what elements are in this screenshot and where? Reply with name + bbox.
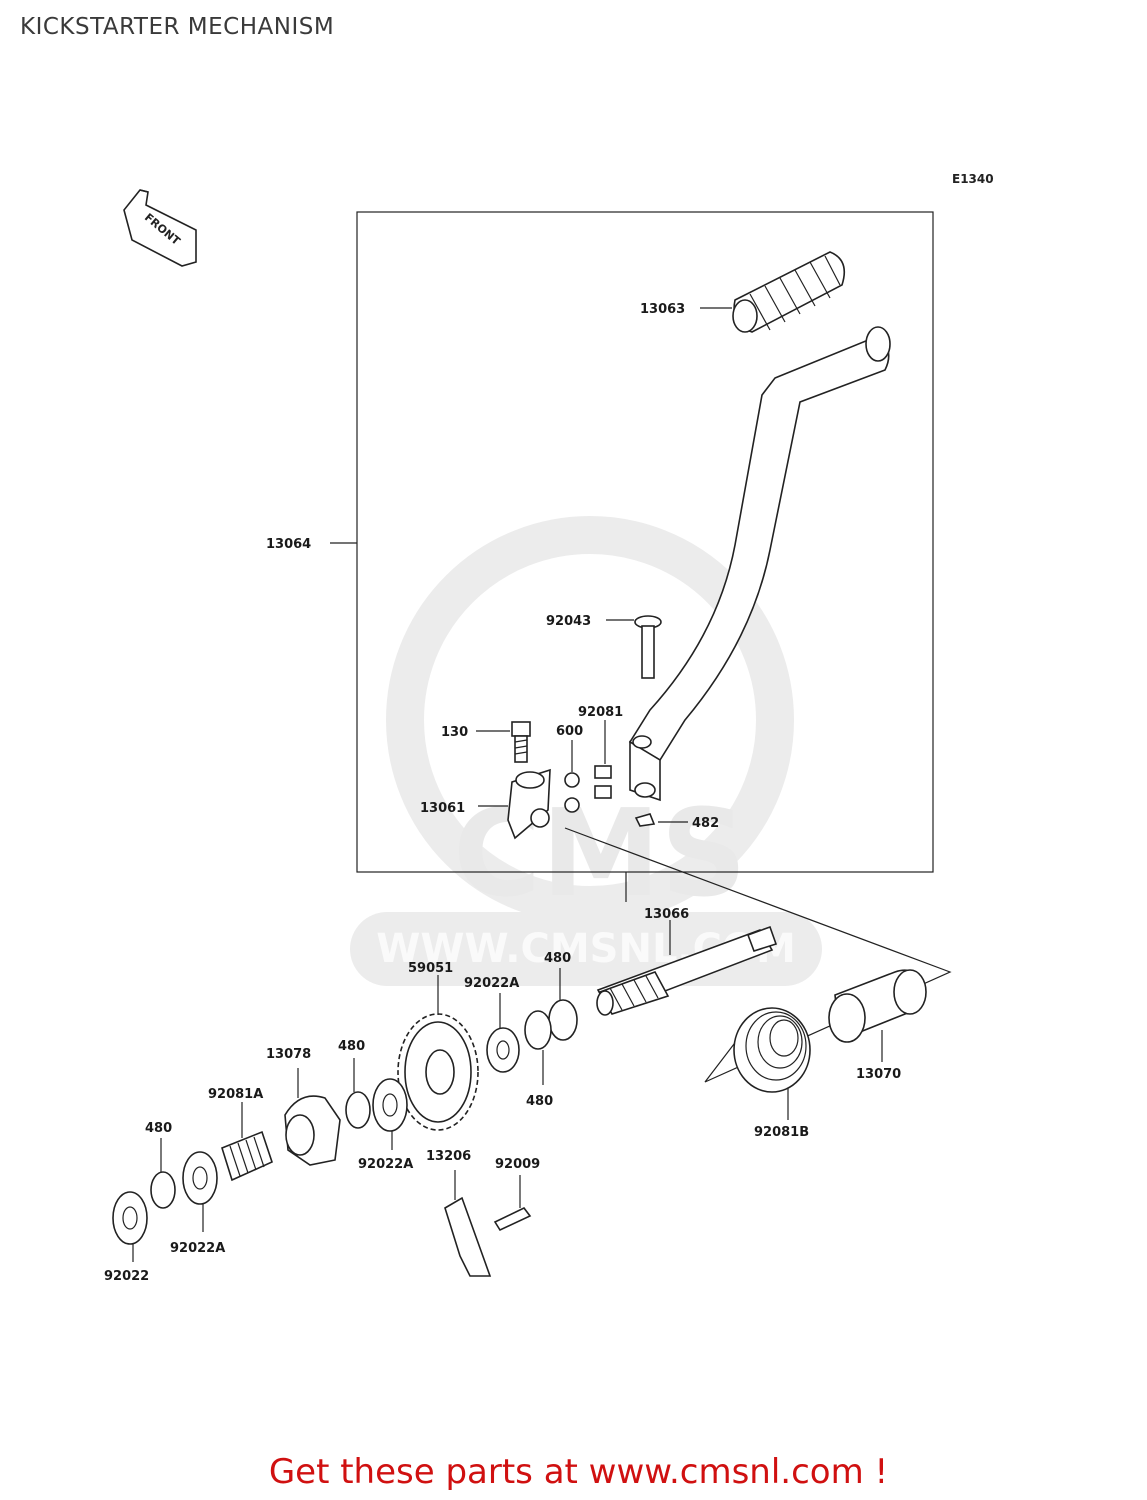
clip-482	[634, 813, 656, 827]
kick-boss-13061	[507, 768, 551, 840]
circlip-480-d	[150, 1171, 176, 1209]
washer-92022a-b	[372, 1078, 408, 1132]
callout-480-c: 480	[338, 1039, 365, 1054]
front-arrow-icon: FRONT	[123, 189, 197, 267]
callout-92009: 92009	[495, 1157, 540, 1172]
callout-130: 130	[441, 725, 468, 740]
kick-gear-59051	[397, 1013, 479, 1131]
spring-92081-a	[594, 765, 612, 779]
ball-600-b	[564, 797, 580, 813]
page-title: KICKSTARTER MECHANISM	[20, 14, 335, 40]
callout-600: 600	[556, 724, 583, 739]
callout-13070: 13070	[856, 1067, 901, 1082]
circlip-480-c	[345, 1091, 371, 1129]
circlip-480-b	[524, 1010, 552, 1050]
callout-480-a: 480	[544, 951, 571, 966]
circlip-480-a	[548, 999, 578, 1041]
callout-92022a-b: 92022A	[358, 1157, 413, 1172]
callout-480-d: 480	[145, 1121, 172, 1136]
kick-arm	[628, 326, 891, 802]
ball-600-a	[564, 772, 580, 788]
callout-13061: 13061	[420, 801, 465, 816]
footer-text[interactable]: Get these parts at www.cmsnl.com !	[268, 1452, 889, 1492]
callout-92022a-c: 92022A	[170, 1241, 225, 1256]
callout-92022: 92022	[104, 1269, 149, 1284]
kick-grip-rubber	[732, 251, 846, 333]
plate-13206	[444, 1196, 492, 1277]
callout-480-b: 480	[526, 1094, 553, 1109]
footer-link[interactable]: Get these parts at www.cmsnl.com !	[0, 1452, 1147, 1492]
washer-92022	[112, 1191, 148, 1245]
spring-92081-b	[594, 785, 612, 799]
callout-13064: 13064	[266, 537, 311, 552]
ratchet-13078	[284, 1095, 341, 1166]
callout-13078: 13078	[266, 1047, 311, 1062]
callout-92081b: 92081B	[754, 1125, 809, 1140]
watermark-logo: CMS	[453, 785, 747, 924]
kick-shaft-13066	[596, 925, 778, 1016]
assembly-frame	[356, 211, 934, 873]
parts-diagram: CMS WWW.CMSNL.COM FRONT	[104, 189, 952, 1284]
bolt-92009	[493, 1206, 532, 1232]
callout-13206: 13206	[426, 1149, 471, 1164]
spring-92081b	[733, 1007, 811, 1093]
callout-92043: 92043	[546, 614, 591, 629]
callout-92081a: 92081A	[208, 1087, 263, 1102]
bolt-92043	[634, 615, 662, 679]
washer-92022a-a	[486, 1027, 520, 1073]
callout-92022a-a: 92022A	[464, 976, 519, 991]
diagram-code: E1340	[952, 172, 994, 186]
callout-13066: 13066	[644, 907, 689, 922]
guide-13070	[828, 969, 927, 1043]
callout-labels: 13063 13064 92043 92081 600 130 13061 48…	[104, 302, 901, 1284]
washer-92022a-c	[182, 1151, 218, 1205]
bolt-130	[511, 721, 531, 763]
spring-92081a	[221, 1130, 273, 1182]
callout-92081: 92081	[578, 705, 623, 720]
callout-13063: 13063	[640, 302, 685, 317]
callout-59051: 59051	[408, 961, 453, 976]
watermark-ring	[386, 516, 794, 924]
callout-482: 482	[692, 816, 719, 831]
